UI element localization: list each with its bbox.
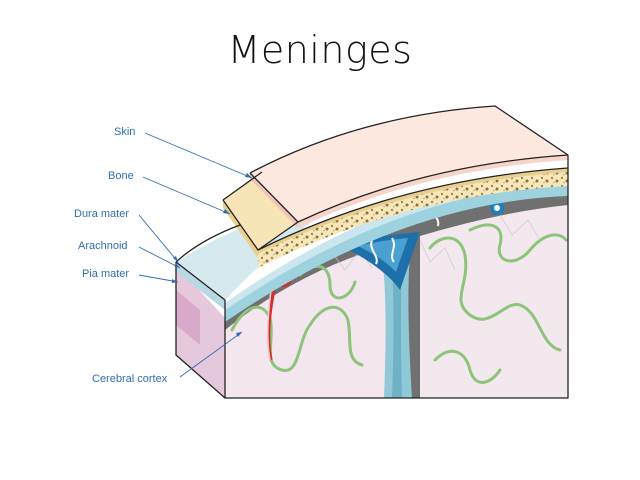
bone-layer	[258, 168, 568, 268]
label-pia-mater: Pia mater	[82, 268, 130, 280]
dura-slab-front	[176, 262, 225, 310]
skin-layer	[250, 106, 568, 222]
slide-title: Meninges	[227, 28, 413, 72]
label-skin: Skin	[114, 126, 136, 138]
cortex-left-face	[176, 265, 225, 398]
label-bone: Bone	[108, 170, 134, 182]
leader-lines	[138, 132, 253, 378]
label-dura-mater: Dura mater	[74, 208, 130, 220]
subarachnoid-band	[225, 184, 568, 322]
cortex-right-face	[420, 205, 568, 398]
label-arachnoid: Arachnoid	[78, 240, 128, 252]
cortex-front-face	[225, 245, 390, 398]
block-outlines	[175, 105, 569, 399]
bone-side	[223, 172, 298, 250]
bone-front	[223, 200, 258, 258]
skin-side	[250, 173, 298, 228]
label-cerebral-cortex: Cerebral cortex	[92, 373, 168, 385]
